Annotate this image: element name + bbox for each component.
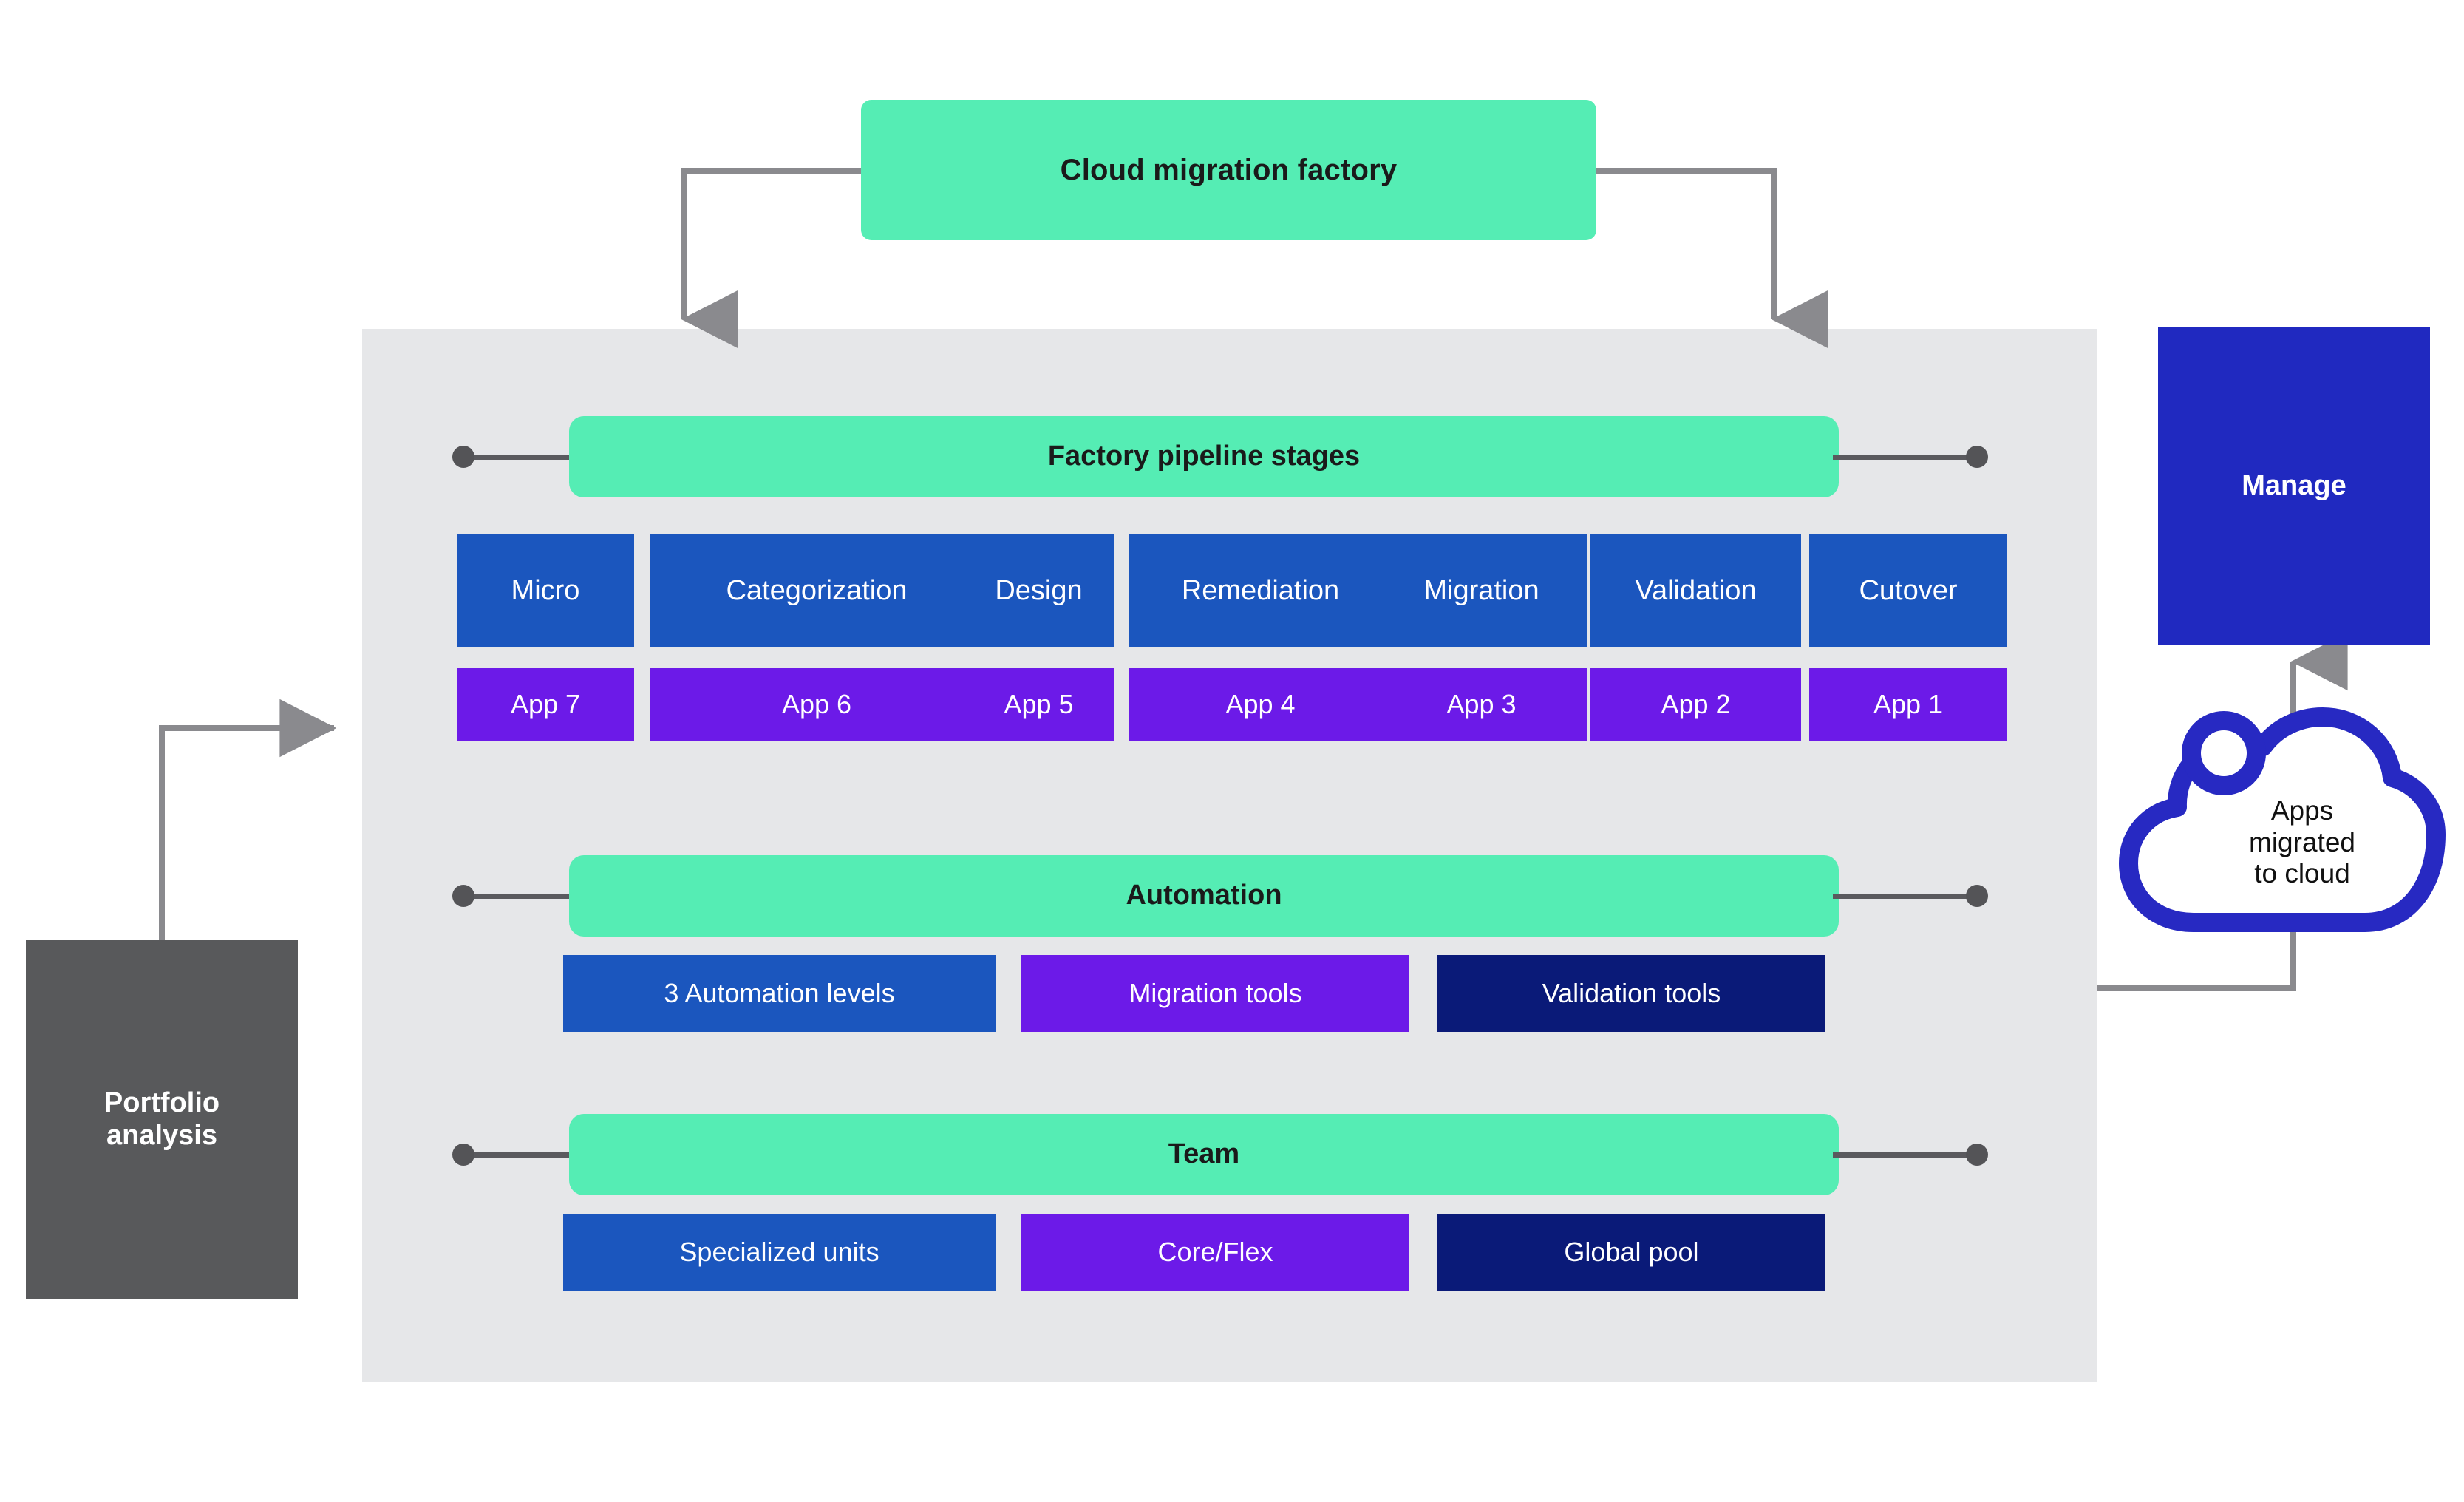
stage-label-6: Validation <box>1635 574 1757 606</box>
connector-panel-to-cloud <box>2097 931 2296 991</box>
app-label-2: App 6 <box>781 689 852 719</box>
section-bar-team-label: Team <box>1168 1138 1240 1170</box>
app-tile-2[interactable]: App 6 <box>650 668 983 741</box>
team-item-3-label: Global pool <box>1564 1237 1699 1267</box>
cloud-label-line1: Apps <box>2270 795 2334 826</box>
section-bar-team[interactable]: Team <box>569 1114 1839 1195</box>
dot-right-team <box>1966 1144 1988 1166</box>
cloud-label-line3: to cloud <box>2254 858 2350 889</box>
cloud-label-line2: migrated <box>2249 826 2355 857</box>
stub-right-stages <box>1833 455 1979 460</box>
team-item-1[interactable]: Specialized units <box>563 1214 996 1291</box>
dot-right-stages <box>1966 446 1988 468</box>
app-label-6: App 2 <box>1661 689 1731 719</box>
team-item-1-label: Specialized units <box>679 1237 879 1267</box>
portfolio-analysis-line1: Portfolio <box>103 1087 220 1118</box>
dot-left-automation <box>452 885 474 907</box>
app-label-1: App 7 <box>510 689 581 719</box>
stage-label-3: Design <box>995 574 1083 606</box>
section-bar-automation[interactable]: Automation <box>569 855 1839 937</box>
app-tile-7[interactable]: App 1 <box>1809 668 2007 741</box>
stub-right-team <box>1833 1152 1979 1158</box>
dot-left-team <box>452 1144 474 1166</box>
stage-tile-7[interactable]: Cutover <box>1809 534 2007 647</box>
app-tile-3[interactable]: App 5 <box>963 668 1114 741</box>
app-tile-6[interactable]: App 2 <box>1590 668 1801 741</box>
stage-tile-2[interactable]: Categorization <box>650 534 983 647</box>
automation-item-2[interactable]: Migration tools <box>1021 955 1409 1032</box>
app-label-5: App 3 <box>1446 689 1517 719</box>
automation-item-3-label: Validation tools <box>1542 978 1721 1008</box>
section-bar-stages[interactable]: Factory pipeline stages <box>569 416 1839 497</box>
dot-left-stages <box>452 446 474 468</box>
automation-item-3[interactable]: Validation tools <box>1437 955 1825 1032</box>
stage-tile-6[interactable]: Validation <box>1590 534 1801 647</box>
team-item-2-label: Core/Flex <box>1157 1237 1273 1267</box>
automation-item-1-label: 3 Automation levels <box>664 978 895 1008</box>
stub-left-team <box>467 1152 575 1158</box>
section-bar-stages-label: Factory pipeline stages <box>1047 441 1361 472</box>
connector-portfolio-to-panel <box>159 699 337 940</box>
automation-item-2-label: Migration tools <box>1129 978 1302 1008</box>
manage-label: Manage <box>2242 469 2346 501</box>
connector-factory-right <box>1596 168 1828 349</box>
stage-tile-4[interactable]: Remediation <box>1129 534 1392 647</box>
stage-tile-1[interactable]: Micro <box>457 534 634 647</box>
stub-left-automation <box>467 894 575 899</box>
app-tile-1[interactable]: App 7 <box>457 668 634 741</box>
stub-right-automation <box>1833 894 1979 899</box>
app-tile-5[interactable]: App 3 <box>1376 668 1587 741</box>
cloud-label: Apps migrated to cloud <box>2202 780 2402 905</box>
manage-box[interactable]: Manage <box>2158 327 2430 645</box>
app-tile-4[interactable]: App 4 <box>1129 668 1392 741</box>
stage-tile-5[interactable]: Migration <box>1376 534 1587 647</box>
automation-item-1[interactable]: 3 Automation levels <box>563 955 996 1032</box>
cloud-migration-factory-card[interactable]: Cloud migration factory <box>861 100 1596 240</box>
cloud-migration-factory-label: Cloud migration factory <box>1060 154 1398 186</box>
portfolio-analysis-line2: analysis <box>106 1119 217 1151</box>
portfolio-analysis-box[interactable]: Portfolio analysis <box>26 940 298 1299</box>
stage-label-5: Migration <box>1423 574 1539 606</box>
stage-tile-3[interactable]: Design <box>963 534 1114 647</box>
team-item-2[interactable]: Core/Flex <box>1021 1214 1409 1291</box>
app-label-4: App 4 <box>1225 689 1296 719</box>
section-bar-automation-label: Automation <box>1126 880 1282 911</box>
app-label-3: App 5 <box>1004 689 1074 719</box>
stage-label-2: Categorization <box>726 574 908 606</box>
stage-label-7: Cutover <box>1859 574 1958 606</box>
connector-factory-left <box>681 168 861 349</box>
stage-label-1: Micro <box>511 574 580 606</box>
app-label-7: App 1 <box>1873 689 1944 719</box>
dot-right-automation <box>1966 885 1988 907</box>
stage-label-4: Remediation <box>1181 574 1340 606</box>
team-item-3[interactable]: Global pool <box>1437 1214 1825 1291</box>
stub-left-stages <box>467 455 575 460</box>
